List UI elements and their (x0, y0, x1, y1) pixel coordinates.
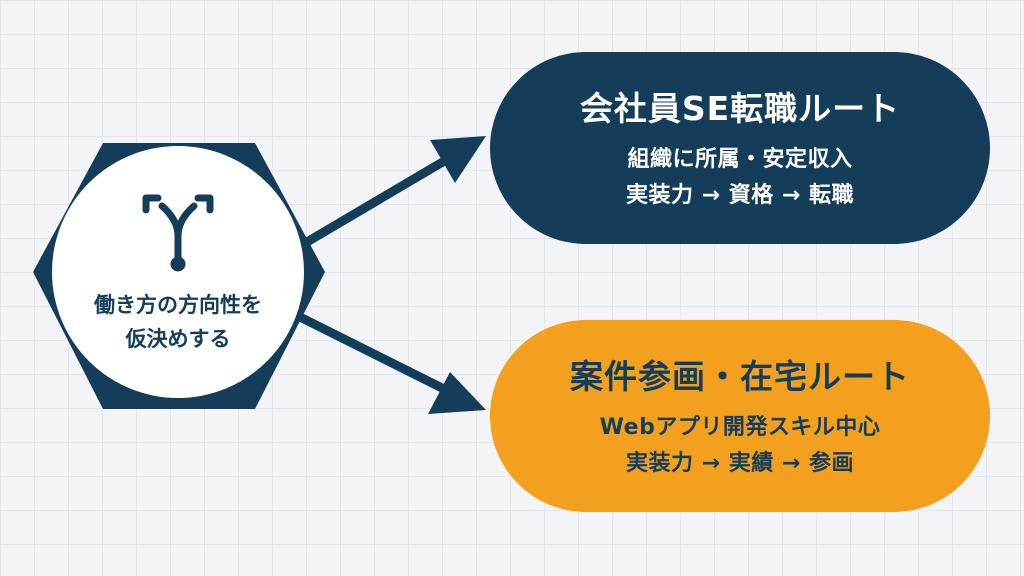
decision-circle (52, 146, 304, 398)
arrow-to-corporate-route (285, 136, 486, 257)
route-title: 案件参画・在宅ルート (570, 357, 910, 396)
route-description: Webアプリ開発スキル中心 (599, 415, 881, 440)
arrow-to-freelance-route (285, 307, 486, 414)
route-freelance-remote: 案件参画・在宅ルート Webアプリ開発スキル中心 実装力 → 実績 → 参画 (490, 320, 990, 512)
route-steps: 実装力 → 実績 → 参画 (625, 451, 854, 476)
split-arrows-icon (142, 194, 214, 272)
center-label: 働き方の方向性を 仮決めする (68, 288, 288, 356)
route-corporate-se: 会社員SE転職ルート 組織に所属・安定収入 実装力 → 資格 → 転職 (490, 52, 990, 244)
center-label-line-1: 働き方の方向性を (94, 293, 262, 317)
route-description: 組織に所属・安定収入 (627, 147, 853, 172)
center-label-line-2: 仮決めする (125, 327, 231, 351)
route-steps: 実装力 → 資格 → 転職 (625, 183, 854, 208)
route-title: 会社員SE転職ルート (579, 89, 901, 128)
